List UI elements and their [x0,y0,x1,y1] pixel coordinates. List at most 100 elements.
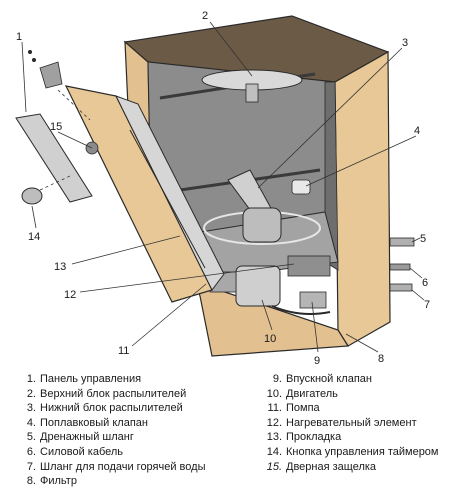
timer-knob [21,187,43,205]
legend-number: 6. [26,445,36,458]
legend-item: 5. Дренажный шланг [18,430,205,445]
legend-left-column: 1. Панель управления 2. Верхний блок распы… [18,372,206,489]
legend-item: 7. Шланг для подачи горячей воды [18,460,206,475]
leader-1 [21,41,27,113]
cabinet-side-panel [334,50,391,347]
legend-number: 12. [266,416,282,429]
legend-number: 9. [272,373,282,385]
legend-number: 7. [26,460,36,473]
legend-number: 15. [266,460,282,473]
lower-spray-hub [242,207,282,243]
legend-label: Шланг для подачи горячей воды [40,460,206,473]
legend-number: 8. [26,475,36,488]
legend-number: 4. [26,416,36,429]
control-panel-latch [39,61,63,89]
legend-label: Помпа [286,402,320,415]
screw-bottom [32,58,36,62]
legend-item: 8. Фильтр [18,474,205,489]
door [64,85,225,303]
legend-number: 11. [267,402,282,415]
legend-label: Поплавковый клапан [40,416,148,429]
legend-right-column: 9.Впускной клапан 10.Двигатель 11.Помпа … [264,372,439,474]
heating-element [287,255,331,277]
legend-label: Фильтр [40,475,77,488]
legend-item: 3. Нижний блок распылителей [18,401,205,416]
callout-lines [21,21,425,353]
leader-2 [209,21,253,77]
upper-spray-arm-hub [245,83,259,103]
leader-11 [131,283,207,347]
lower-spray-assembly [203,169,321,245]
float-valve [291,179,311,195]
callout-14: 14 [28,231,40,243]
leader-10 [261,299,273,331]
legend-number: 1. [26,373,36,385]
legend-label: Панель управления [40,373,142,385]
leader-6 [409,267,423,279]
control-panel-plate [15,113,93,203]
drain-hose [389,237,415,247]
legend-label: Нагревательный элемент [286,416,417,429]
leader-9 [311,301,319,353]
cabinet [123,15,391,357]
legend-number: 10. [266,387,282,400]
legend-label: Дренажный шланг [40,431,134,444]
power-cable [389,263,411,271]
legend-number: 2. [26,387,36,400]
door-gasket [129,129,206,269]
exploded-control-panel [15,50,99,205]
legend-item: 4. Поплавковый клапан [18,416,205,431]
callout-4: 4 [414,125,420,137]
door-inner-panel [114,95,225,291]
legend-number: 5. [26,431,36,444]
legend-label: Дверная защелка [286,460,377,473]
hoses [389,237,415,292]
legend-number: 13. [266,431,282,444]
callout-15: 15 [50,121,62,133]
legend-label: Силовой кабель [40,445,124,458]
leader-3 [257,47,403,189]
legend-item: 1. Панель управления [18,372,205,387]
legend-item: 15. Дверная защелка [264,460,439,475]
legend-item: 10. Двигатель [264,387,439,402]
leader-5 [411,237,421,243]
leader-13 [71,235,181,265]
legend-item: 2. Верхний блок распылителей [18,387,205,402]
callout-1: 1 [16,31,22,43]
legend-item: 11. Помпа [264,401,439,416]
leader-8 [345,333,379,353]
callout-5: 5 [420,233,426,245]
leader-4 [305,135,417,187]
callout-6: 6 [422,277,428,289]
legend-number: 14. [266,445,282,458]
leader-15 [57,131,93,149]
legend-label: Кнопка управления таймером [286,445,439,458]
callout-13: 13 [54,261,66,273]
legend-item: 13. Прокладка [264,430,439,445]
callout-numbers: 1 2 3 4 5 6 7 8 9 10 11 12 13 14 15 [16,10,430,367]
callout-11: 11 [118,345,129,357]
filter [271,305,331,315]
legend-label: Прокладка [286,431,342,444]
dishwasher-cutaway-diagram: 1 2 3 4 5 6 7 8 9 10 11 12 13 14 15 [15,10,430,367]
callout-12: 12 [64,289,76,301]
callout-2: 2 [202,10,208,22]
leader-7 [411,289,425,301]
upper-spray-arm [201,69,303,103]
motor [235,265,281,307]
legend-label: Верхний блок распылителей [40,387,187,400]
callout-3: 3 [402,37,408,49]
callout-8: 8 [378,353,384,365]
callout-9: 9 [314,355,320,367]
legend-item: 14. Кнопка управления таймером [264,445,439,460]
legend-item: 6. Силовой кабель [18,445,205,460]
legend-number: 3. [26,402,36,415]
hot-water-hose [389,283,413,292]
inlet-valve [299,291,327,309]
callout-7: 7 [424,299,430,311]
legend-label: Впускной клапан [286,373,372,385]
legend-label: Нижний блок распылителей [40,402,183,415]
leader-12 [79,263,295,293]
leader-14 [31,205,37,229]
legend-label: Двигатель [286,387,338,400]
